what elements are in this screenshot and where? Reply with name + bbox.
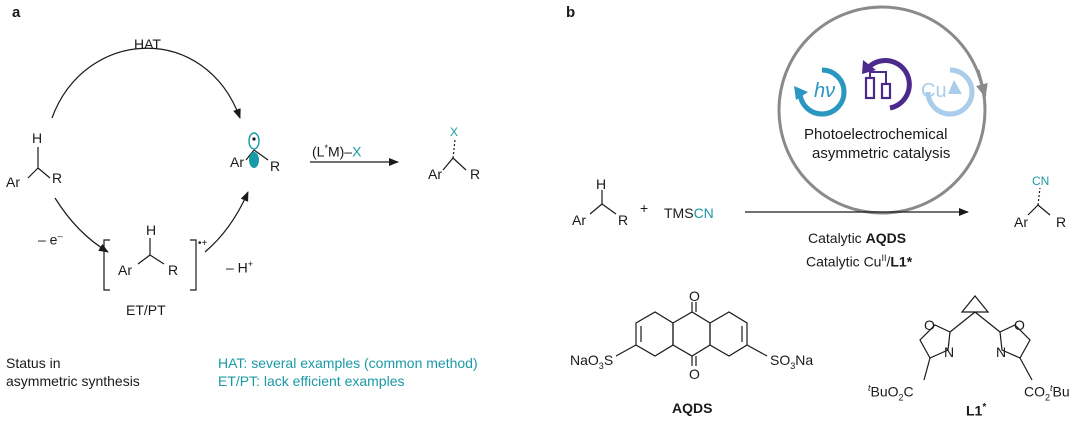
hat-label: HAT — [134, 36, 161, 52]
substrate-h: H — [32, 130, 43, 146]
product-b-cn: CN — [1032, 174, 1050, 188]
co2tbu-label: CO2tBu — [1024, 383, 1070, 403]
aqds-name: AQDS — [672, 400, 713, 416]
product-ar: Ar — [428, 166, 442, 182]
cation-r: R — [168, 262, 179, 278]
etpt-label: ET/PT — [126, 302, 166, 318]
oxazoline-n-left: N — [944, 344, 955, 360]
et-arrow — [54, 197, 109, 253]
minus-e-label: – e– — [38, 231, 63, 248]
radical-cation-sign: •+ — [198, 238, 208, 249]
pec-line-2: asymmetric catalysis — [812, 145, 951, 162]
tbuo2c-label: tBuO2C — [868, 383, 914, 403]
oxazoline-o-left: O — [924, 317, 935, 333]
hv-label: hν — [814, 80, 836, 102]
radical-r: R — [270, 158, 281, 174]
hv-cycle — [797, 67, 847, 117]
aqds-structure — [615, 302, 768, 366]
cu-label: Cu — [921, 80, 947, 102]
cu-cycle — [925, 67, 975, 117]
status-line-1: Status in — [6, 355, 61, 371]
cation-ar: Ar — [118, 262, 132, 278]
product-x: X — [450, 125, 459, 139]
oxazoline-n-right: N — [996, 344, 1007, 360]
l1-name: L1* — [966, 402, 987, 419]
cation-h: H — [146, 222, 157, 238]
electro-cycle — [868, 57, 912, 111]
minus-h-label: – H+ — [226, 259, 254, 276]
radical-orbital-top — [248, 132, 260, 150]
aqds-o-bottom: O — [689, 366, 700, 382]
radical-ar: Ar — [230, 154, 244, 170]
radical-dot — [252, 137, 256, 141]
substrate-b-h: H — [596, 176, 607, 192]
so3na-label: SO3Na — [770, 352, 814, 371]
l1-structure — [919, 295, 1033, 381]
panel-a-label: a — [12, 4, 21, 21]
product-r: R — [470, 166, 481, 182]
hat-status: HAT: several examples (common method) — [218, 355, 478, 371]
pt-arrow — [204, 191, 249, 253]
substrate-b-r: R — [618, 212, 629, 228]
hat-arrow — [51, 47, 241, 119]
product-b-r: R — [1056, 214, 1067, 230]
status-line-2: asymmetric synthesis — [6, 373, 140, 389]
panel-b-label: b — [566, 4, 576, 21]
tmscn-label: TMSCN — [664, 205, 714, 221]
product-b-ar: Ar — [1014, 214, 1028, 230]
substrate-r: R — [52, 170, 63, 186]
substrate-b-ar: Ar — [572, 212, 586, 228]
bracket-right — [190, 239, 197, 291]
naso3s-label: NaO3S — [570, 352, 614, 371]
plus-sign: + — [640, 200, 649, 216]
pec-line-1: Photoelectrochemical — [804, 126, 948, 143]
condition-line-1: Catalytic AQDS — [808, 230, 907, 246]
bracket-left — [103, 239, 110, 291]
reagent-label: (L*M)–X — [312, 143, 362, 160]
etpt-status: ET/PT: lack efficient examples — [218, 373, 405, 389]
catalysis-cycle-circle — [777, 5, 987, 215]
aqds-o-top: O — [689, 288, 700, 304]
radical-orbital-bottom — [249, 152, 259, 168]
substrate-ar: Ar — [6, 174, 20, 190]
oxazoline-o-right: O — [1014, 317, 1025, 333]
condition-line-2: Catalytic CuII/L1* — [806, 253, 913, 270]
